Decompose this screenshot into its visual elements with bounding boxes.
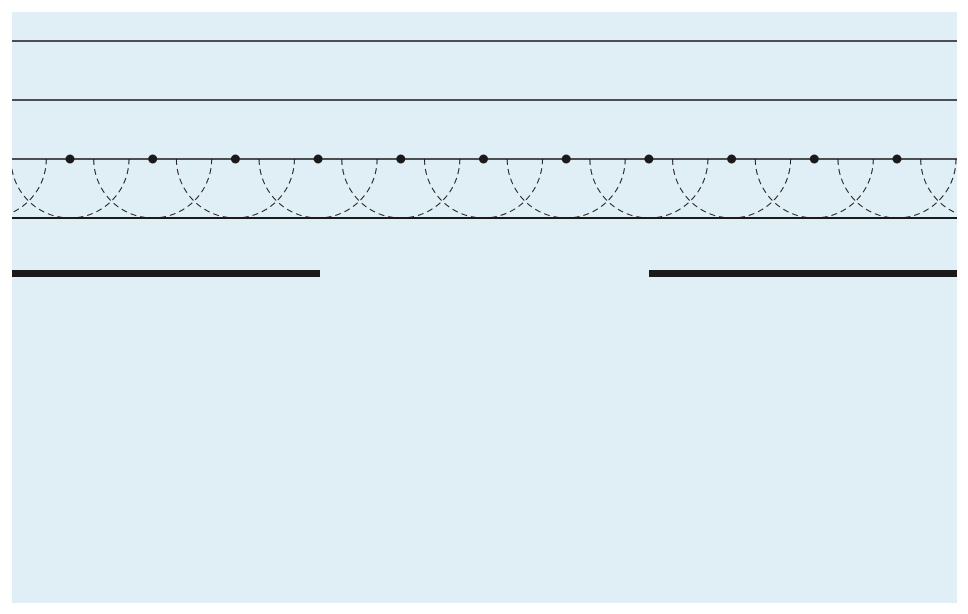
wavelet-arc — [672, 158, 792, 219]
point-source-dot — [396, 154, 406, 164]
point-source-dot — [479, 154, 488, 164]
point-source-dot — [727, 154, 737, 164]
point-sources — [65, 154, 902, 164]
wavelet-arc — [837, 158, 957, 219]
wavelet-arc — [341, 158, 461, 219]
point-source-dot — [561, 154, 571, 164]
point-source-dot — [230, 154, 240, 164]
wavelet-arc — [506, 158, 626, 219]
wavelet-arc — [754, 158, 874, 219]
wavelet-arc — [175, 158, 295, 219]
point-source-dot — [148, 154, 158, 164]
wavelet-arc — [258, 158, 378, 219]
point-source-dot — [65, 154, 75, 164]
diagram-background — [12, 12, 957, 603]
wavelet-arc — [12, 158, 130, 219]
huygens-wavelets — [12, 158, 957, 219]
point-source-dot — [313, 154, 323, 164]
point-source-dot — [892, 154, 902, 164]
barrier-left — [12, 270, 320, 277]
wavelet-arc — [93, 158, 213, 219]
point-source-dot — [809, 154, 819, 164]
wavelet-arc — [589, 158, 709, 219]
wavelet-arc — [424, 158, 543, 219]
barrier-right — [649, 270, 957, 277]
point-source-dot — [644, 154, 654, 164]
